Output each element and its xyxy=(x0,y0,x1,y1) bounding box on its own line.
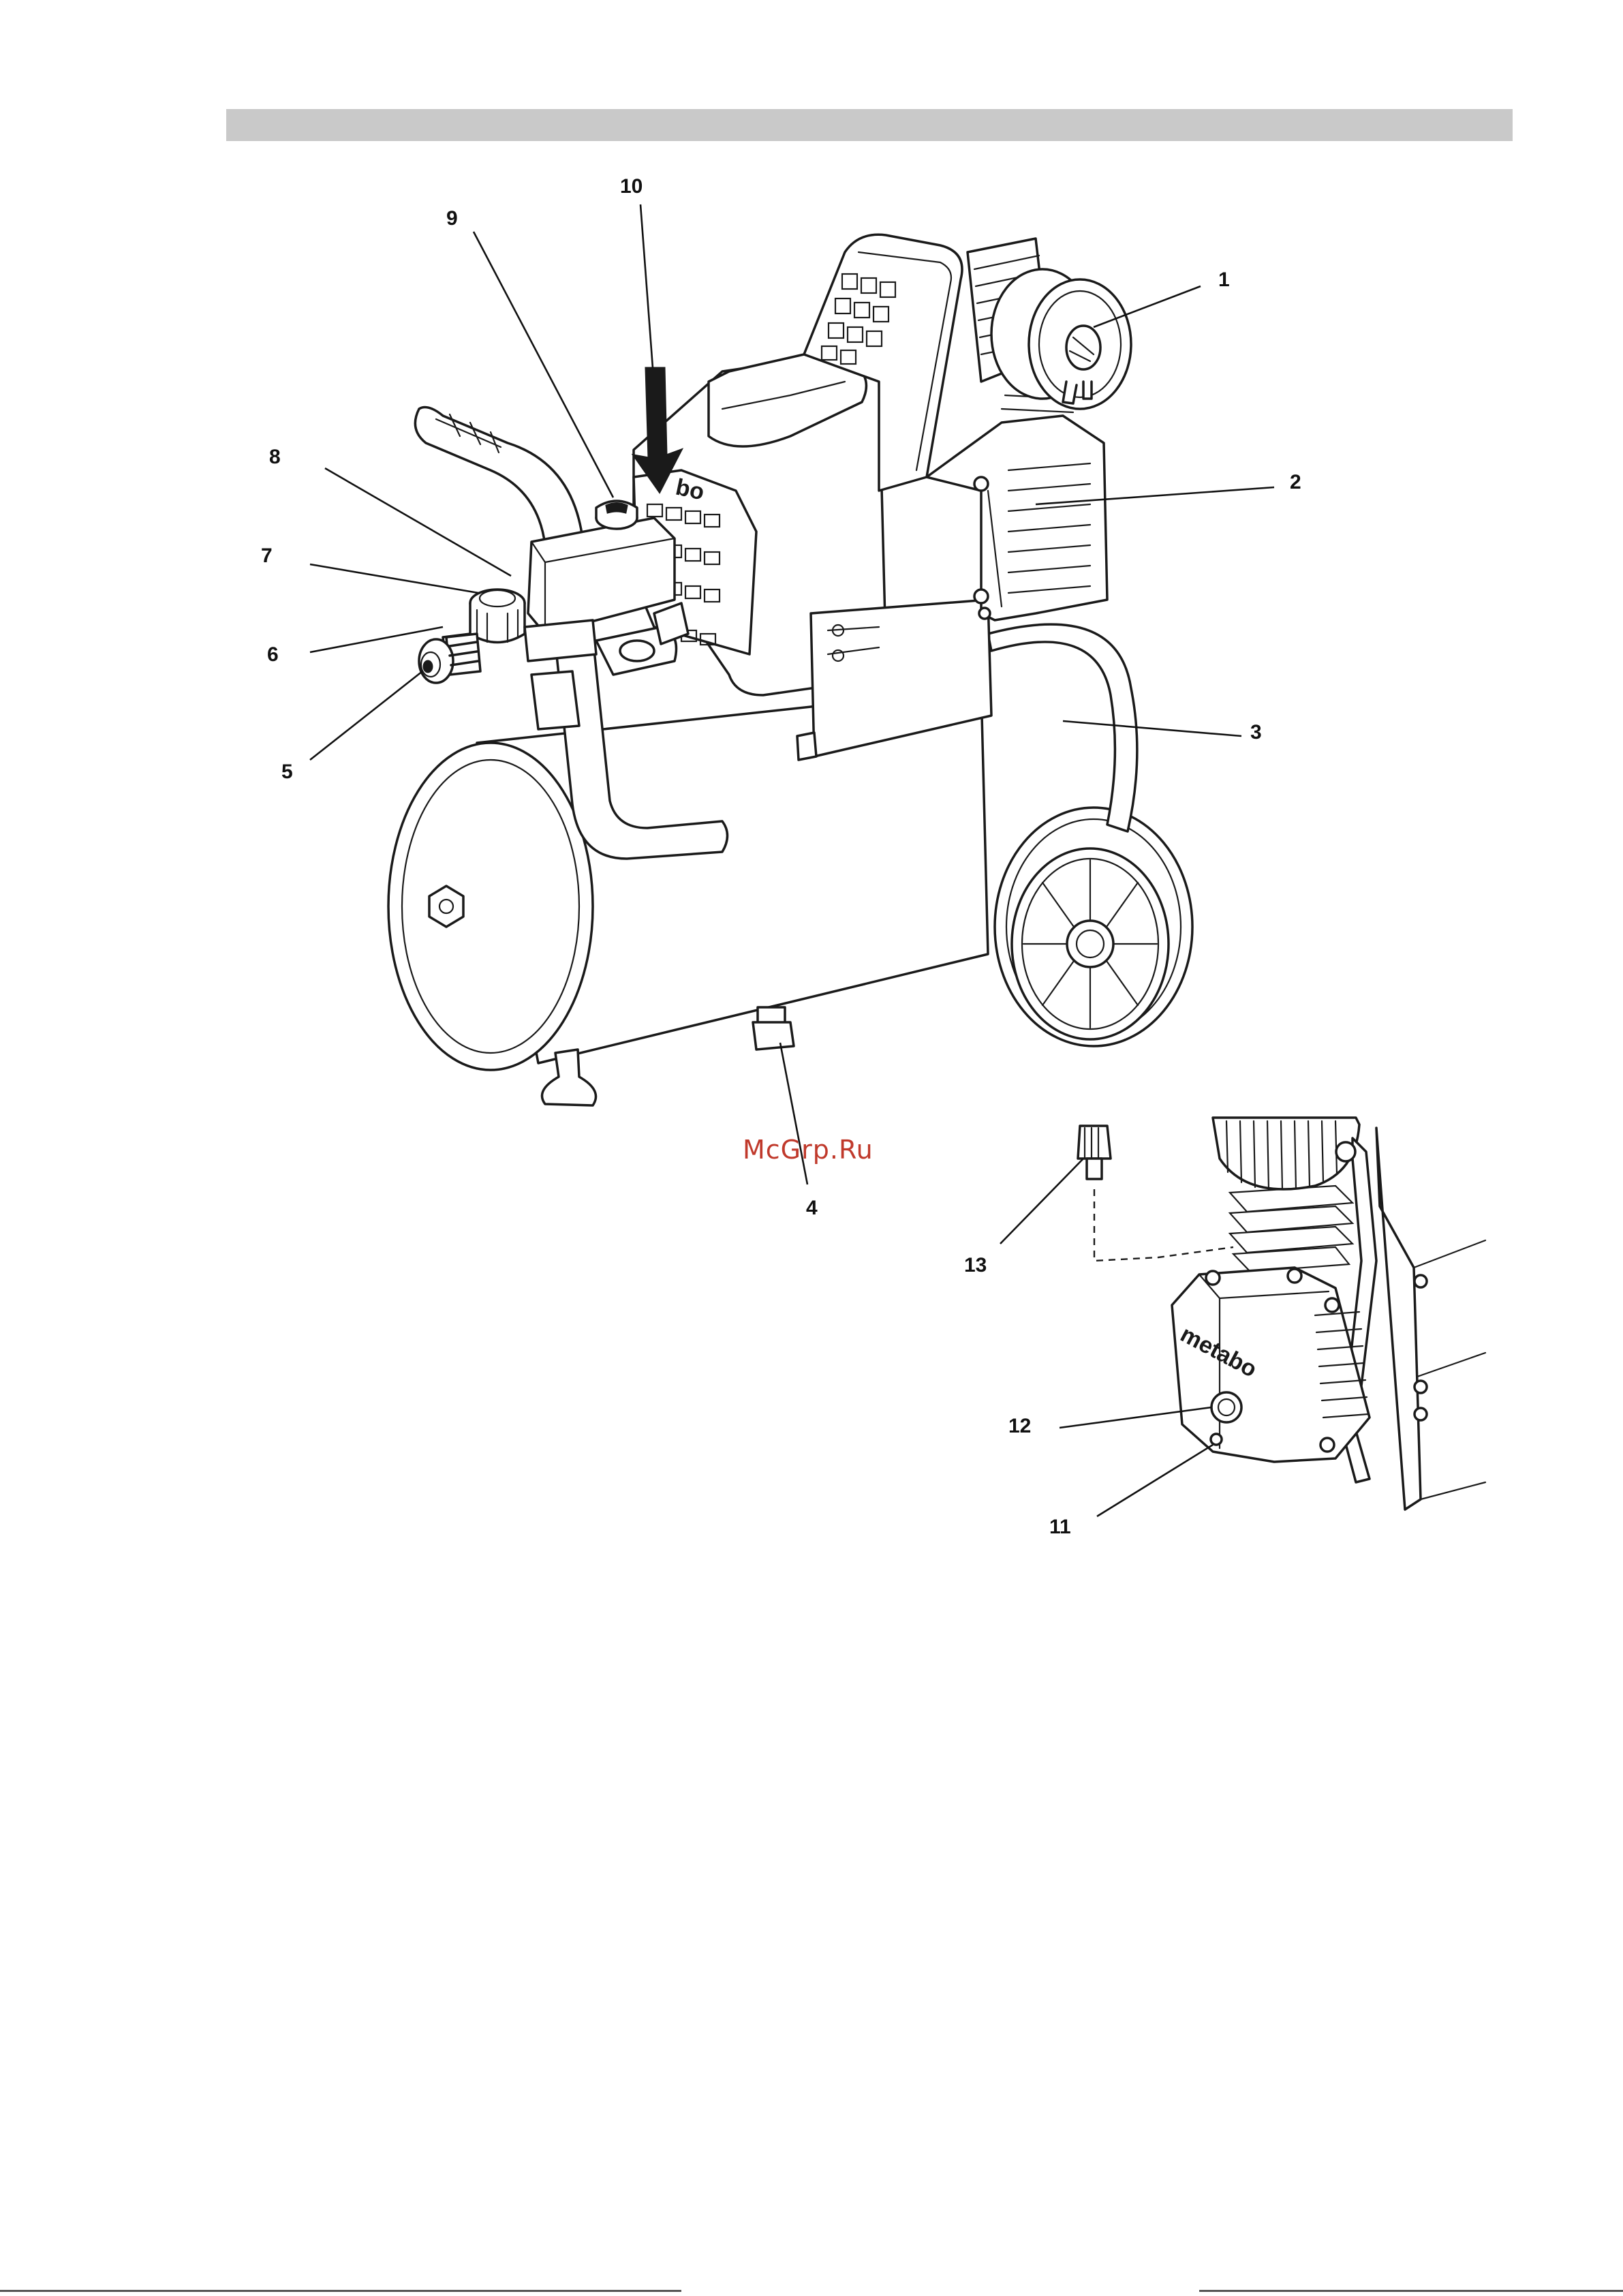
tank-end-cap xyxy=(388,743,593,1070)
wheel xyxy=(995,808,1192,1046)
callout-9: 9 xyxy=(446,207,458,230)
motor-housing: bo xyxy=(634,234,991,760)
callout-2: 2 xyxy=(1290,471,1301,493)
watermark: McGrp.Ru xyxy=(743,1135,874,1165)
callouts-main: 1 2 3 4 5 6 7 8 9 10 xyxy=(261,175,1301,1219)
callout-4: 4 xyxy=(806,1197,818,1219)
callout-7: 7 xyxy=(261,545,273,567)
safety-valve-port xyxy=(1211,1392,1241,1422)
tank-end-plug xyxy=(429,886,463,927)
assembly-guide-dashed xyxy=(1094,1189,1233,1261)
footer-line-left xyxy=(0,2290,681,2292)
callout-1: 1 xyxy=(1218,269,1230,291)
callout-11: 11 xyxy=(1049,1516,1071,1538)
callout-6: 6 xyxy=(267,643,279,666)
callout-12: 12 xyxy=(1008,1415,1031,1437)
callout-3: 3 xyxy=(1250,721,1262,744)
callout-10: 10 xyxy=(620,175,643,198)
detail-illustration: metabo xyxy=(1078,1118,1485,1510)
compressor-illustration: bo xyxy=(388,234,1192,1105)
callout-5: 5 xyxy=(281,761,293,783)
footer-line-right xyxy=(1199,2290,1623,2292)
drain-hole xyxy=(1211,1434,1222,1445)
drain-valve xyxy=(753,1007,794,1050)
oil-plug xyxy=(1078,1126,1111,1179)
pressure-pipe xyxy=(531,671,579,729)
air-filter xyxy=(991,269,1131,409)
quick-coupling xyxy=(419,634,480,683)
callout-8: 8 xyxy=(269,446,281,468)
frame-hoop xyxy=(988,624,1137,831)
on-off-switch xyxy=(596,501,637,529)
callout-13: 13 xyxy=(964,1254,987,1276)
